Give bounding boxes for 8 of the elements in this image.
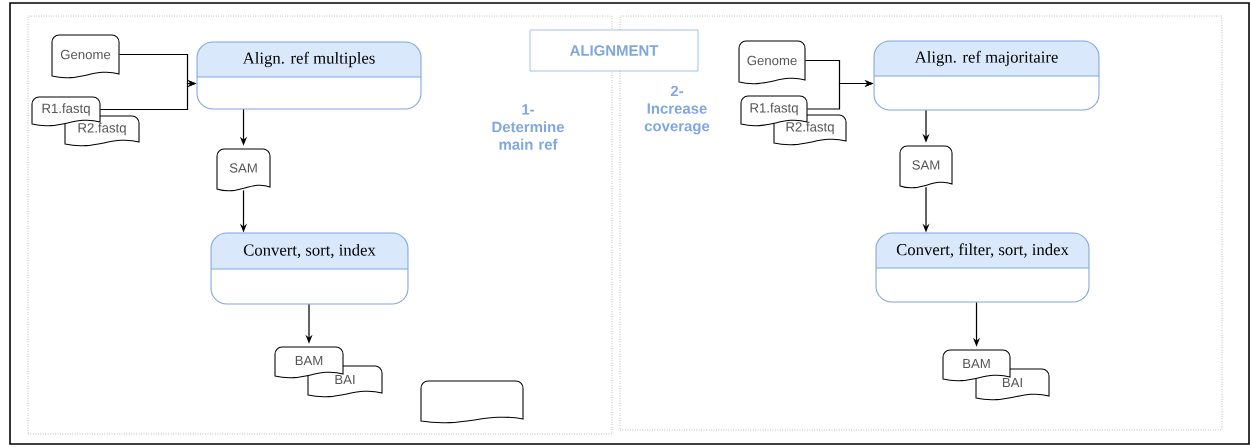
- process-box: Convert, filter, sort, index: [875, 232, 1090, 303]
- document-shape: [420, 380, 524, 424]
- step-label: 1- Determine main ref: [492, 104, 564, 150]
- process-box: Convert, sort, index: [210, 232, 409, 305]
- process-box: Align. ref majoritaire: [873, 40, 1100, 111]
- process-box: Align. ref multiples: [196, 41, 422, 110]
- title-box: ALIGNMENT: [529, 29, 699, 72]
- step-label: 2- Increase coverage: [644, 85, 710, 135]
